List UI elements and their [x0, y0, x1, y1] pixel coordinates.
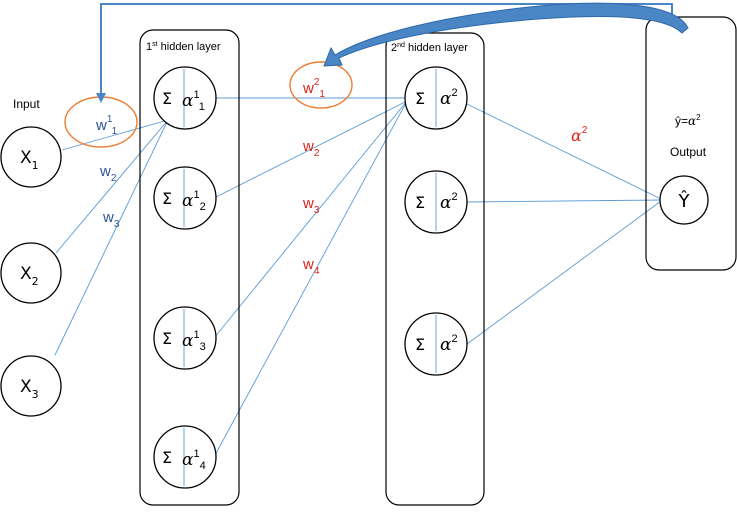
input-node: X2	[0, 242, 62, 304]
edge-x3-h1	[54, 119, 169, 356]
input-node: X3	[0, 355, 62, 417]
edge-x1-h1	[61, 119, 169, 151]
svg-text:α2: α2	[440, 191, 458, 213]
svg-text:X2: X2	[20, 264, 39, 288]
weight-label-w3-right: w3	[302, 195, 320, 216]
svg-text:Σ: Σ	[162, 448, 172, 467]
svg-text:Σ: Σ	[162, 329, 172, 348]
connection-lines	[54, 97, 662, 458]
svg-text:α2: α2	[440, 333, 458, 355]
hidden1-node: Σ α12	[153, 166, 217, 230]
output-formula: ŷ=α2	[675, 113, 701, 128]
edge-h1n3-h2n1	[213, 100, 408, 339]
output-label: Output	[670, 145, 707, 159]
hidden1-node: Σ α13	[153, 306, 217, 370]
svg-text:α12: α12	[182, 189, 206, 213]
svg-text:Σ: Σ	[162, 89, 172, 108]
edge-h2n2-out	[466, 199, 662, 203]
svg-text:X3: X3	[20, 377, 39, 401]
hidden2-node: Σ α2	[404, 66, 468, 130]
weight-label-w2-right: w2	[302, 138, 320, 159]
edge-x2-h1	[55, 119, 169, 254]
alpha-edge-label: α2	[571, 125, 588, 145]
weight-label-w3-left: w3	[102, 209, 120, 230]
hidden-layer-1-label: 1st hidden layer	[146, 41, 221, 53]
hidden-layer-1-box	[139, 29, 240, 506]
svg-text:α11: α11	[182, 89, 205, 113]
weight-label-w4-right: w4	[302, 256, 320, 277]
output-layer-box	[645, 16, 737, 271]
highlight-circle-w2-1	[289, 61, 353, 109]
svg-text:α13: α13	[182, 329, 206, 353]
svg-text:X1: X1	[20, 148, 39, 172]
weight-label-w2-left: w2	[99, 163, 117, 184]
svg-text:Σ: Σ	[415, 193, 425, 212]
svg-text:Σ: Σ	[415, 335, 425, 354]
hidden1-node: Σ α14	[153, 425, 217, 489]
svg-text:Ŷ: Ŷ	[678, 190, 691, 212]
input-node: X1	[0, 126, 62, 188]
svg-text:α2: α2	[440, 87, 458, 109]
output-node: Ŷ	[659, 175, 709, 225]
feedback-arrow-to-w2	[323, 2, 689, 67]
hidden-layer-2-label: 2nd hidden layer	[391, 42, 468, 54]
edge-h1n4-h2n1	[213, 100, 408, 458]
edge-h2n3-out	[466, 200, 662, 345]
hidden1-node: Σ α11	[153, 66, 217, 130]
input-label: Input	[13, 97, 40, 111]
weight-label-w2-1: w21	[302, 77, 325, 100]
feedback-arrow-to-w1	[96, 3, 673, 103]
svg-text:Σ: Σ	[415, 89, 425, 108]
hidden2-node: Σ α2	[404, 312, 468, 376]
edge-h2n1-out	[466, 103, 662, 200]
svg-text:α14: α14	[182, 448, 206, 472]
hidden2-node: Σ α2	[404, 170, 468, 234]
hidden-layer-2-box	[385, 32, 485, 506]
weight-label-w1-1: w11	[95, 114, 118, 137]
svg-text:Σ: Σ	[162, 189, 172, 208]
edge-h1n2-h2n1	[213, 100, 408, 199]
